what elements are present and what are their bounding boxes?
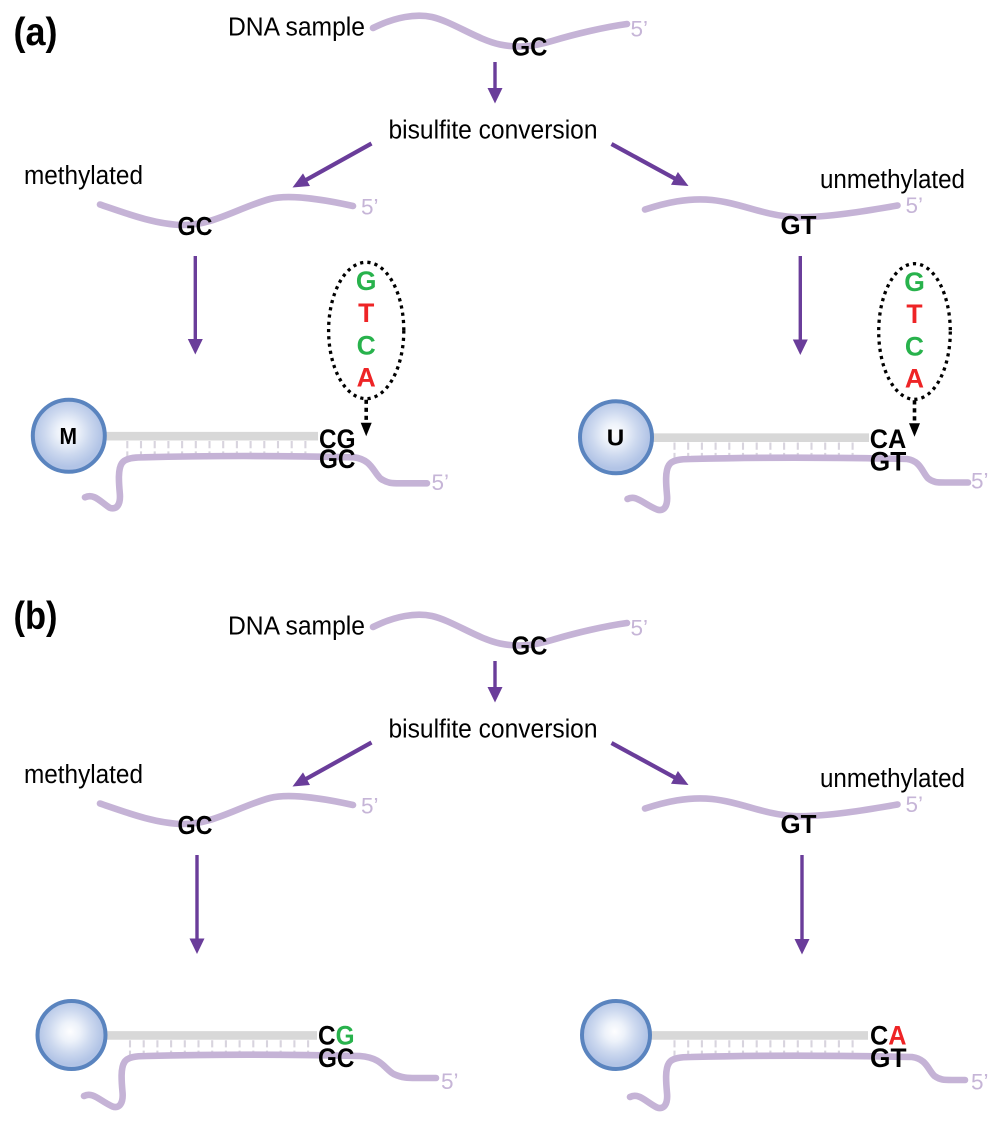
- svg-text:M: M: [60, 423, 78, 449]
- svg-text:G: G: [356, 266, 377, 296]
- svg-text:G: G: [904, 267, 925, 297]
- svg-text:5’: 5’: [441, 1069, 459, 1094]
- svg-text:GT: GT: [781, 210, 817, 240]
- svg-text:(a): (a): [14, 11, 58, 54]
- svg-text:GC: GC: [512, 630, 548, 660]
- svg-text:methylated: methylated: [24, 162, 143, 190]
- svg-text:DNA sample: DNA sample: [228, 612, 365, 640]
- svg-text:DNA sample: DNA sample: [228, 13, 365, 41]
- svg-text:GT: GT: [781, 809, 817, 839]
- svg-text:(b): (b): [14, 595, 58, 638]
- svg-text:GT: GT: [870, 1043, 907, 1073]
- svg-text:GC: GC: [512, 31, 548, 61]
- svg-text:bisulfite conversion: bisulfite conversion: [389, 716, 598, 744]
- svg-text:5’: 5’: [971, 469, 989, 494]
- svg-text:unmethylated: unmethylated: [820, 166, 965, 194]
- svg-text:A: A: [905, 364, 924, 394]
- svg-text:T: T: [906, 299, 922, 329]
- svg-text:5’: 5’: [906, 792, 924, 817]
- svg-text:5’: 5’: [971, 1070, 989, 1095]
- svg-text:5’: 5’: [432, 470, 450, 495]
- svg-text:GC: GC: [178, 810, 213, 840]
- svg-text:C: C: [357, 330, 376, 360]
- svg-text:5’: 5’: [631, 17, 649, 42]
- svg-text:A: A: [357, 363, 376, 393]
- svg-text:GT: GT: [870, 447, 907, 477]
- svg-text:GC: GC: [318, 1043, 355, 1073]
- svg-text:CA: CA: [870, 424, 907, 454]
- svg-text:U: U: [607, 425, 625, 451]
- svg-text:CG: CG: [318, 1021, 355, 1051]
- svg-text:5’: 5’: [906, 193, 924, 218]
- svg-text:5’: 5’: [361, 195, 379, 220]
- svg-text:5’: 5’: [631, 616, 649, 641]
- svg-text:CG: CG: [319, 424, 356, 454]
- svg-text:unmethylated: unmethylated: [820, 765, 965, 793]
- svg-text:C: C: [905, 331, 924, 361]
- svg-text:5’: 5’: [361, 794, 379, 819]
- svg-text:CA: CA: [870, 1021, 907, 1051]
- svg-text:GC: GC: [319, 444, 356, 474]
- svg-text:methylated: methylated: [24, 761, 143, 789]
- svg-text:T: T: [358, 298, 374, 328]
- svg-text:GC: GC: [178, 211, 213, 241]
- svg-text:bisulfite conversion: bisulfite conversion: [389, 117, 598, 145]
